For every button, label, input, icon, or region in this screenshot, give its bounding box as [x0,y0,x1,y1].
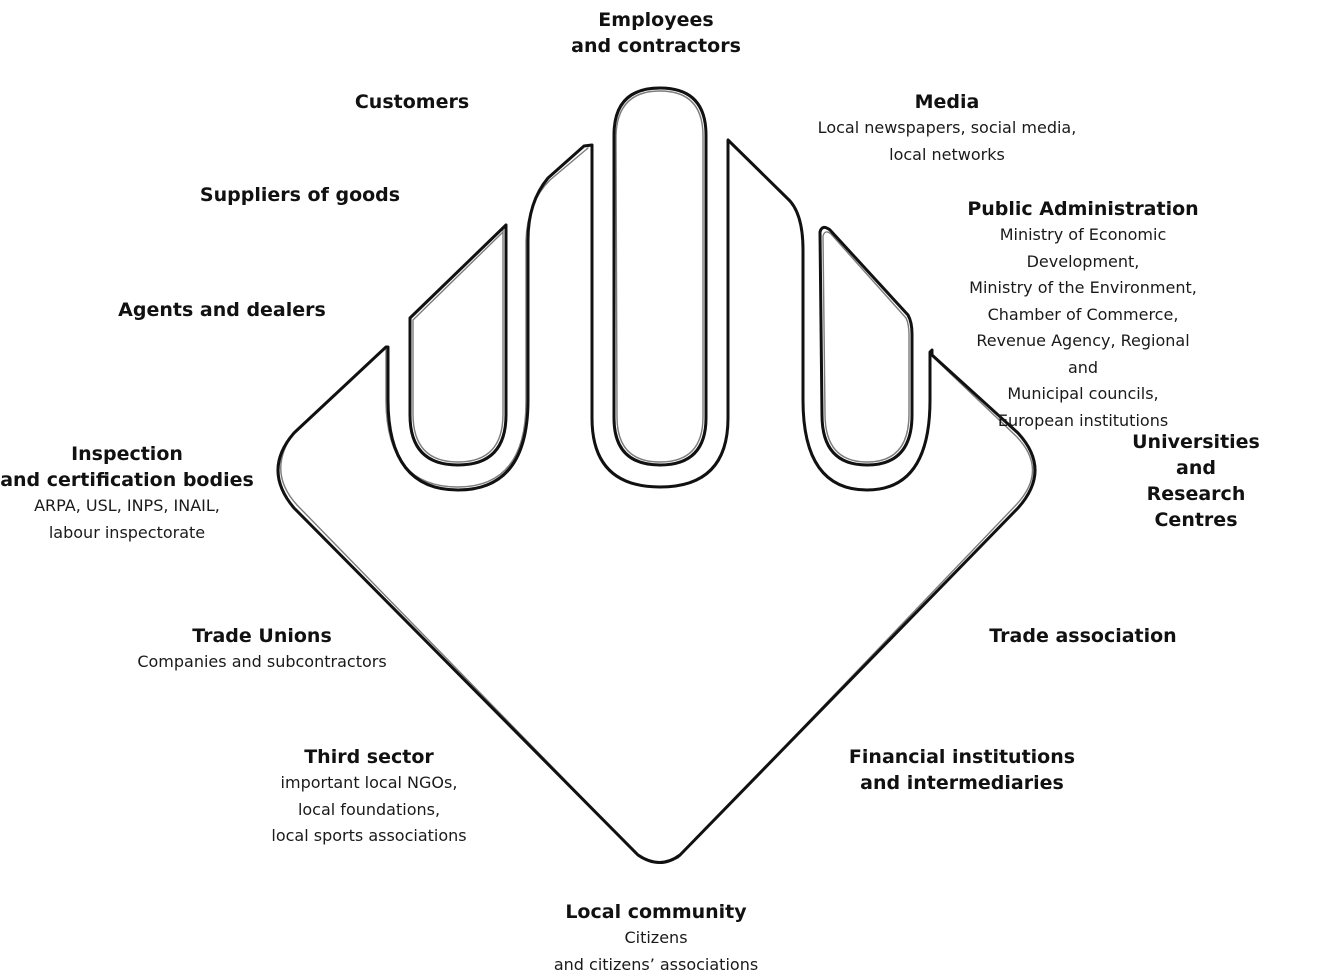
customers-title: Customers [354,91,470,113]
media-title: Media [914,91,980,113]
universities-title: Universities and Research Centres [1132,431,1260,531]
left-finger-shape [408,223,508,467]
label-financial: Financial institutions and intermediarie… [849,744,1075,796]
inspection-sub: ARPA, USL, INPS, INAIL, labour inspector… [34,496,220,542]
inspection-title: Inspection and certification bodies [0,443,254,491]
local-community-sub: Citizens and citizens’ associations [553,928,759,974]
employees-title: Employees and contractors [571,9,741,57]
label-public-administration: Public Administration Ministry of Econom… [966,196,1200,434]
label-employees: Employees and contractors [571,7,741,59]
financial-title: Financial institutions and intermediarie… [848,746,1076,794]
trade-unions-sub: Companies and subcontractors [137,652,387,671]
label-third-sector: Third sector important local NGOs, local… [271,744,466,850]
central-finger-shape [612,86,708,467]
label-suppliers: Suppliers of goods [200,182,400,208]
third-sector-title: Third sector [304,746,434,768]
media-sub: Local newspapers, social media, local ne… [817,118,1077,164]
label-agents: Agents and dealers [118,297,326,323]
outer-diamond-shape [276,138,1037,864]
label-trade-association: Trade association [989,623,1176,649]
trade-unions-title: Trade Unions [192,625,332,647]
trade-association-title: Trade association [989,625,1177,647]
label-universities: Universities and Research Centres [1132,429,1260,533]
local-community-title: Local community [565,901,747,923]
agents-title: Agents and dealers [118,299,326,321]
label-inspection: Inspection and certification bodies ARPA… [0,441,254,546]
label-customers: Customers [355,89,469,115]
label-trade-unions: Trade Unions Companies and subcontractor… [137,623,386,676]
third-sector-sub: important local NGOs, local foundations,… [271,773,467,845]
public-admin-title: Public Administration [967,198,1199,220]
public-admin-sub: Ministry of Economic Development, Minist… [969,225,1197,430]
label-media: Media Local newspapers, social media, lo… [818,89,1077,168]
label-local-community: Local community Citizens and citizens’ a… [554,899,758,978]
right-finger-shape [818,225,914,467]
suppliers-title: Suppliers of goods [199,184,401,206]
